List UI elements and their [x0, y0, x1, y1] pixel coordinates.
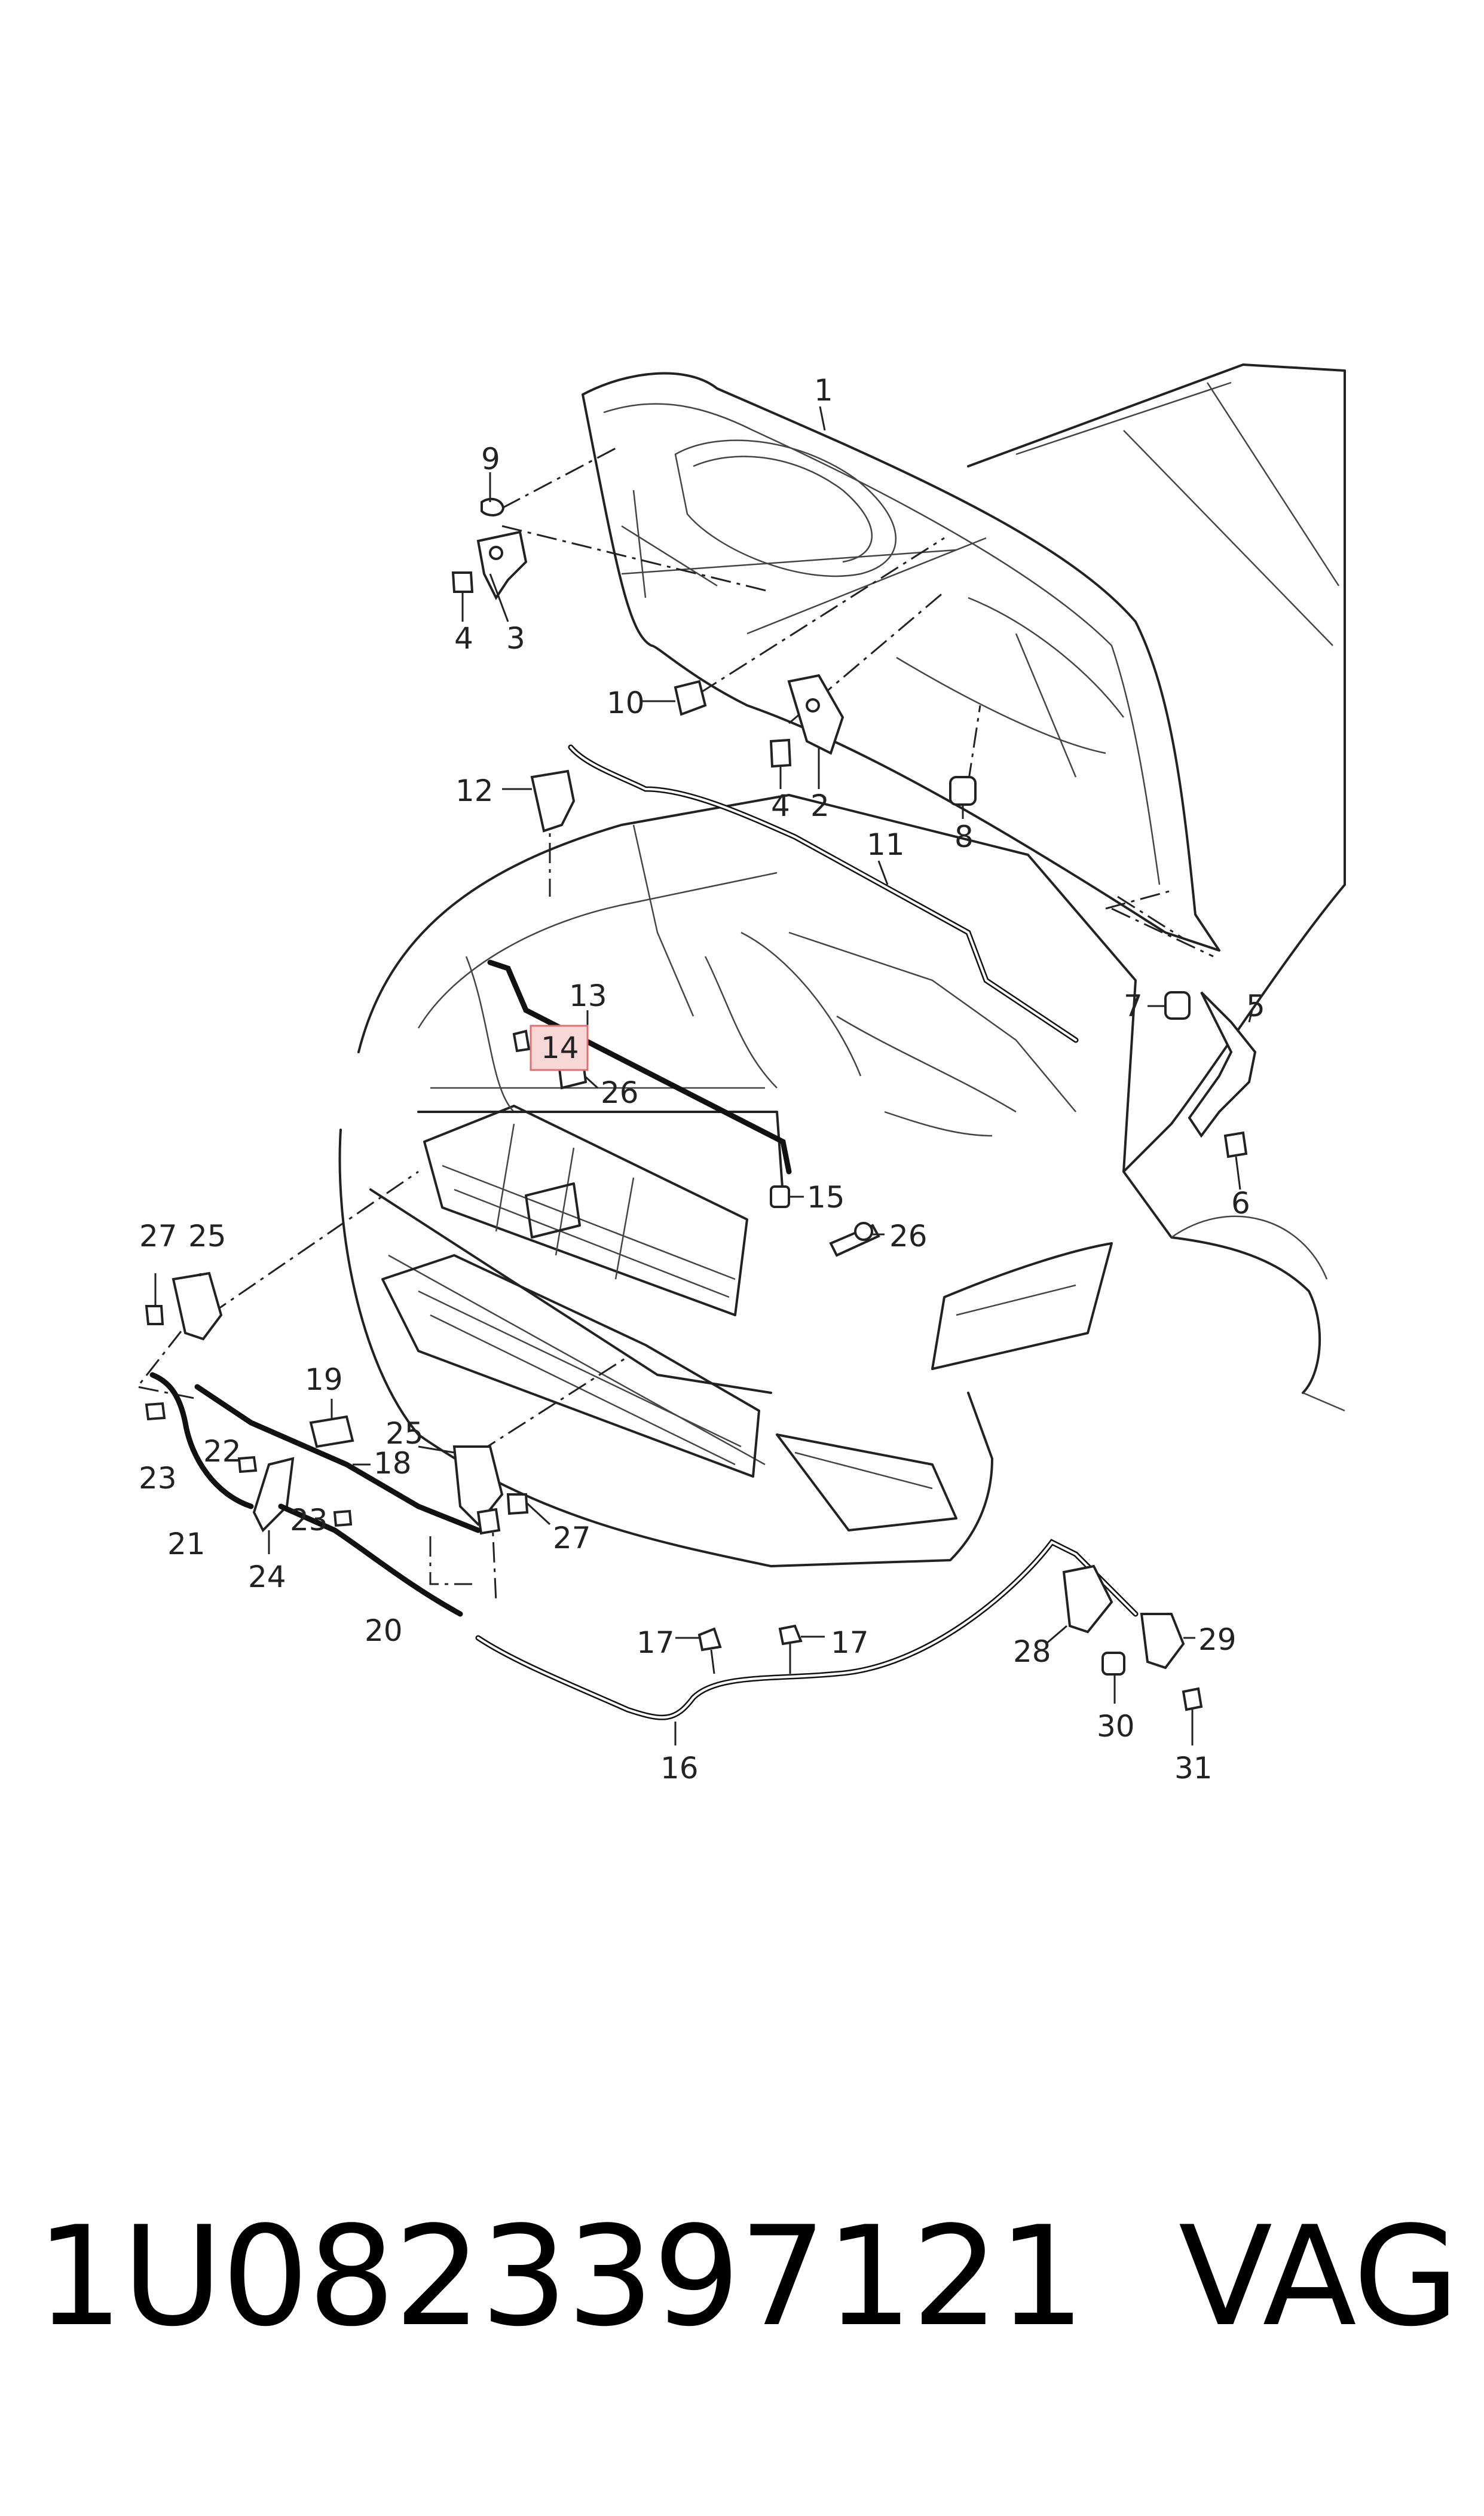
- hood-panel: [582, 372, 1220, 952]
- callout-4: 4: [771, 788, 790, 823]
- callout-20: 20: [365, 1613, 403, 1648]
- callout-23: 23: [290, 1503, 328, 1537]
- callout-25: 25: [385, 1416, 424, 1451]
- callout-26: 26: [601, 1075, 639, 1110]
- buffer-10: [642, 680, 707, 716]
- hinge-right-2: [769, 674, 844, 789]
- callout-13: 13: [569, 979, 607, 1013]
- lock-25-left: [145, 1271, 223, 1341]
- callout-15: 15: [807, 1180, 845, 1215]
- part-number: 1U0823397121: [36, 2197, 1085, 2357]
- callout-21: 21: [167, 1527, 206, 1561]
- support-rod-13: [487, 959, 792, 1175]
- bolt-26: [829, 1222, 885, 1257]
- callout-7: 7: [1124, 989, 1143, 1023]
- callout-1: 1: [814, 373, 833, 408]
- callout-24: 24: [248, 1560, 286, 1594]
- callout-labels: 1 9 4 3 10 4 2 8 12 11 13 14 26 7 5 6 15…: [139, 373, 1265, 1786]
- highlight-box: [530, 1025, 589, 1071]
- hood-seal-11: [568, 744, 1079, 1043]
- callout-16: 16: [660, 1751, 699, 1786]
- callout-17: 17: [831, 1625, 869, 1660]
- buffer-8: [949, 776, 977, 819]
- callout-31: 31: [1174, 1751, 1213, 1786]
- callout-23: 23: [139, 1461, 177, 1496]
- callout-17: 17: [637, 1625, 675, 1660]
- grommet-15: [770, 1185, 804, 1208]
- callout-4: 4: [454, 621, 473, 656]
- callout-5: 5: [1246, 989, 1265, 1023]
- hinge-5: [1148, 991, 1257, 1190]
- callout-25: 25: [188, 1219, 227, 1254]
- callout-28: 28: [1013, 1634, 1051, 1669]
- callout-26: 26: [889, 1219, 928, 1254]
- callout-27: 27: [139, 1219, 178, 1254]
- clip-17: [675, 1624, 825, 1674]
- callout-30: 30: [1097, 1709, 1135, 1744]
- callout-18: 18: [374, 1446, 412, 1481]
- hinge-left-3: [451, 497, 528, 622]
- bracket-12: [502, 769, 576, 833]
- cable-20-21: [149, 1372, 481, 1617]
- car-body-outline: [338, 363, 1346, 1567]
- callout-3: 3: [506, 621, 525, 656]
- callout-11: 11: [867, 827, 905, 862]
- brand-name: VAG: [1178, 2197, 1459, 2357]
- part-number-footer: 1U0823397121 VAG: [36, 2197, 1459, 2357]
- clips-22-23: [145, 1402, 353, 1527]
- callout-6: 6: [1231, 1186, 1250, 1221]
- reference-lines: [136, 447, 1214, 1603]
- callout-8: 8: [954, 820, 974, 854]
- callout-9: 9: [481, 442, 500, 476]
- handle-24: [252, 1457, 295, 1554]
- lock-25-center: [418, 1445, 551, 1535]
- callout-27: 27: [553, 1521, 591, 1555]
- cable-16: [475, 1539, 1139, 1745]
- callout-10: 10: [607, 686, 645, 720]
- callout-2: 2: [810, 788, 830, 823]
- callout-19: 19: [305, 1362, 343, 1397]
- leader-lines: [489, 406, 889, 1034]
- release-lever-19: [309, 1399, 371, 1466]
- callout-22: 22: [203, 1434, 241, 1469]
- callout-12: 12: [455, 774, 494, 808]
- latch-28-31: [1045, 1564, 1203, 1745]
- callout-29: 29: [1198, 1622, 1237, 1657]
- callout-14: 14: [541, 1031, 579, 1065]
